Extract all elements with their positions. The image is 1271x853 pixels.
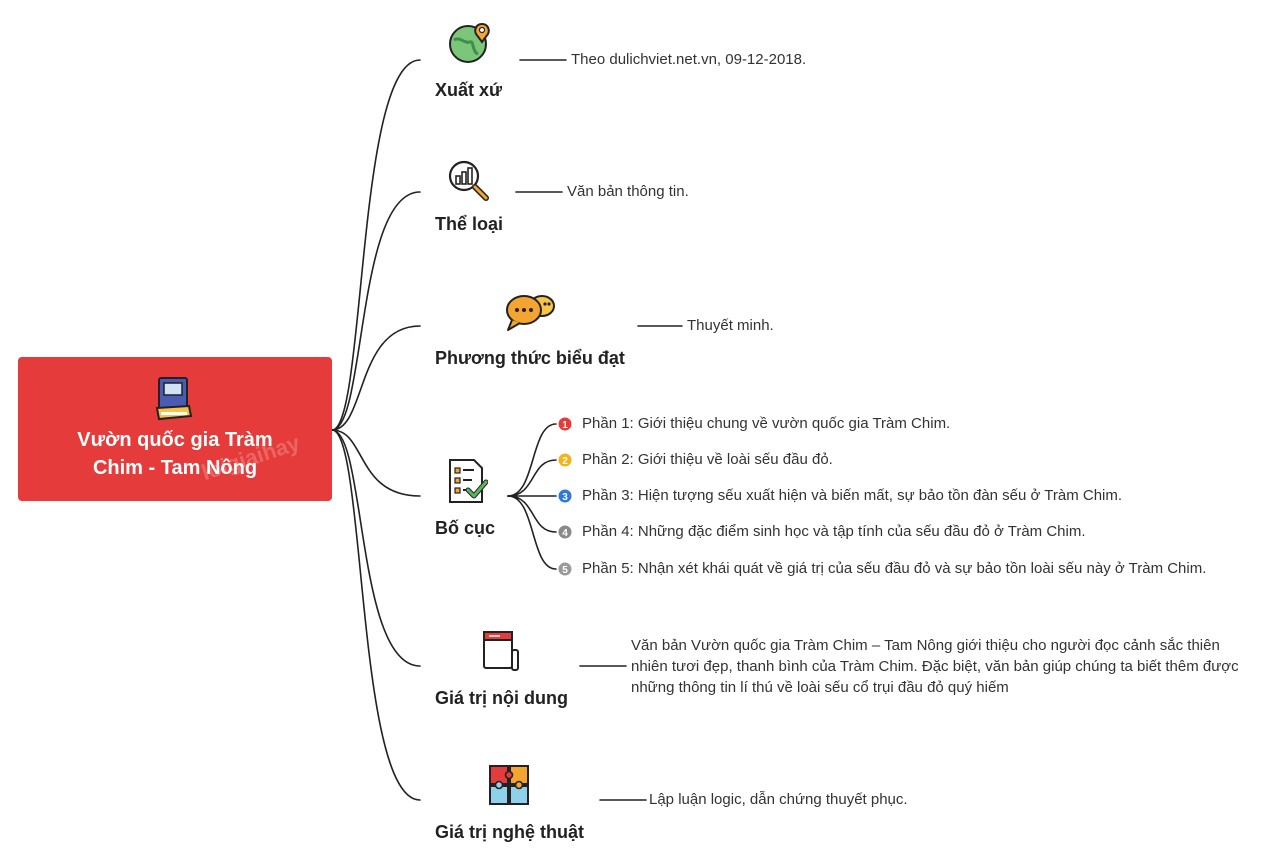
leaf-xuat-xu: Theo dulichviet.net.vn, 09-12-2018. xyxy=(571,51,807,68)
leaf-phuong-thuc: Thuyết minh. xyxy=(687,317,774,334)
part-line-4 xyxy=(507,495,557,533)
checklist-icon xyxy=(449,459,488,503)
svg-text:4: 4 xyxy=(562,528,568,539)
branch-label-bo-cuc[interactable]: Bố cục xyxy=(435,518,496,538)
connector-phuong-thuc xyxy=(331,325,421,431)
magnifier-chart-icon xyxy=(448,160,489,201)
branch-label-noi-dung[interactable]: Giá trị nội dung xyxy=(435,688,568,708)
part-1-text: Phần 1: Giới thiệu chung về vườn quốc gi… xyxy=(582,415,951,432)
number-5-icon: 5 xyxy=(558,562,572,576)
leaf-nghe-thuat: Lập luận logic, dẫn chứng thuyết phục. xyxy=(649,791,908,808)
part-2-text: Phần 2: Giới thiệu về loài sếu đầu đỏ. xyxy=(582,451,833,468)
book-icon xyxy=(155,377,193,421)
leaf-the-loai: Văn bản thông tin. xyxy=(567,183,689,200)
leaf-noi-dung: Văn bản Vườn quốc gia Tràm Chim – Tam Nô… xyxy=(631,637,1239,696)
branch-label-phuong-thuc[interactable]: Phương thức biểu đạt xyxy=(435,348,625,368)
notebook-icon xyxy=(483,631,519,671)
globe-pin-icon xyxy=(449,22,490,63)
part-5-text: Phần 5: Nhận xét khái quát về giá trị củ… xyxy=(582,560,1207,577)
number-1-icon: 1 xyxy=(558,417,572,431)
connector-xuat-xu xyxy=(331,59,421,431)
part-line-1 xyxy=(507,423,557,497)
puzzle-icon xyxy=(489,765,529,805)
branch-label-the-loai[interactable]: Thể loại xyxy=(435,214,504,234)
svg-text:3: 3 xyxy=(562,492,568,503)
svg-text:1: 1 xyxy=(562,420,568,431)
number-3-icon: 3 xyxy=(558,489,572,503)
connector-the-loai xyxy=(331,191,421,431)
root-node[interactable]: Vườn quốc gia Tràm Chim - Tam Nông xyxy=(18,357,332,501)
part-4-text: Phần 4: Những đặc điểm sinh học và tập t… xyxy=(582,523,1086,540)
svg-text:5: 5 xyxy=(562,565,568,576)
root-title: Vườn quốc gia Tràm Chim - Tam Nông xyxy=(77,429,273,479)
chat-bubbles-icon xyxy=(506,295,555,331)
part-line-2 xyxy=(507,459,557,497)
connector-bo-cuc xyxy=(331,429,421,497)
number-2-icon: 2 xyxy=(558,453,572,467)
connector-noi-dung xyxy=(331,429,421,667)
branch-label-xuat-xu[interactable]: Xuất xứ xyxy=(435,80,503,100)
number-4-icon: 4 xyxy=(558,525,572,539)
svg-text:2: 2 xyxy=(562,456,568,467)
connector-nghe-thuat xyxy=(331,429,421,801)
branch-label-nghe-thuat[interactable]: Giá trị nghệ thuật xyxy=(435,822,585,842)
part-line-5 xyxy=(507,495,557,570)
part-3-text: Phần 3: Hiện tượng sếu xuất hiện và biến… xyxy=(582,487,1123,504)
